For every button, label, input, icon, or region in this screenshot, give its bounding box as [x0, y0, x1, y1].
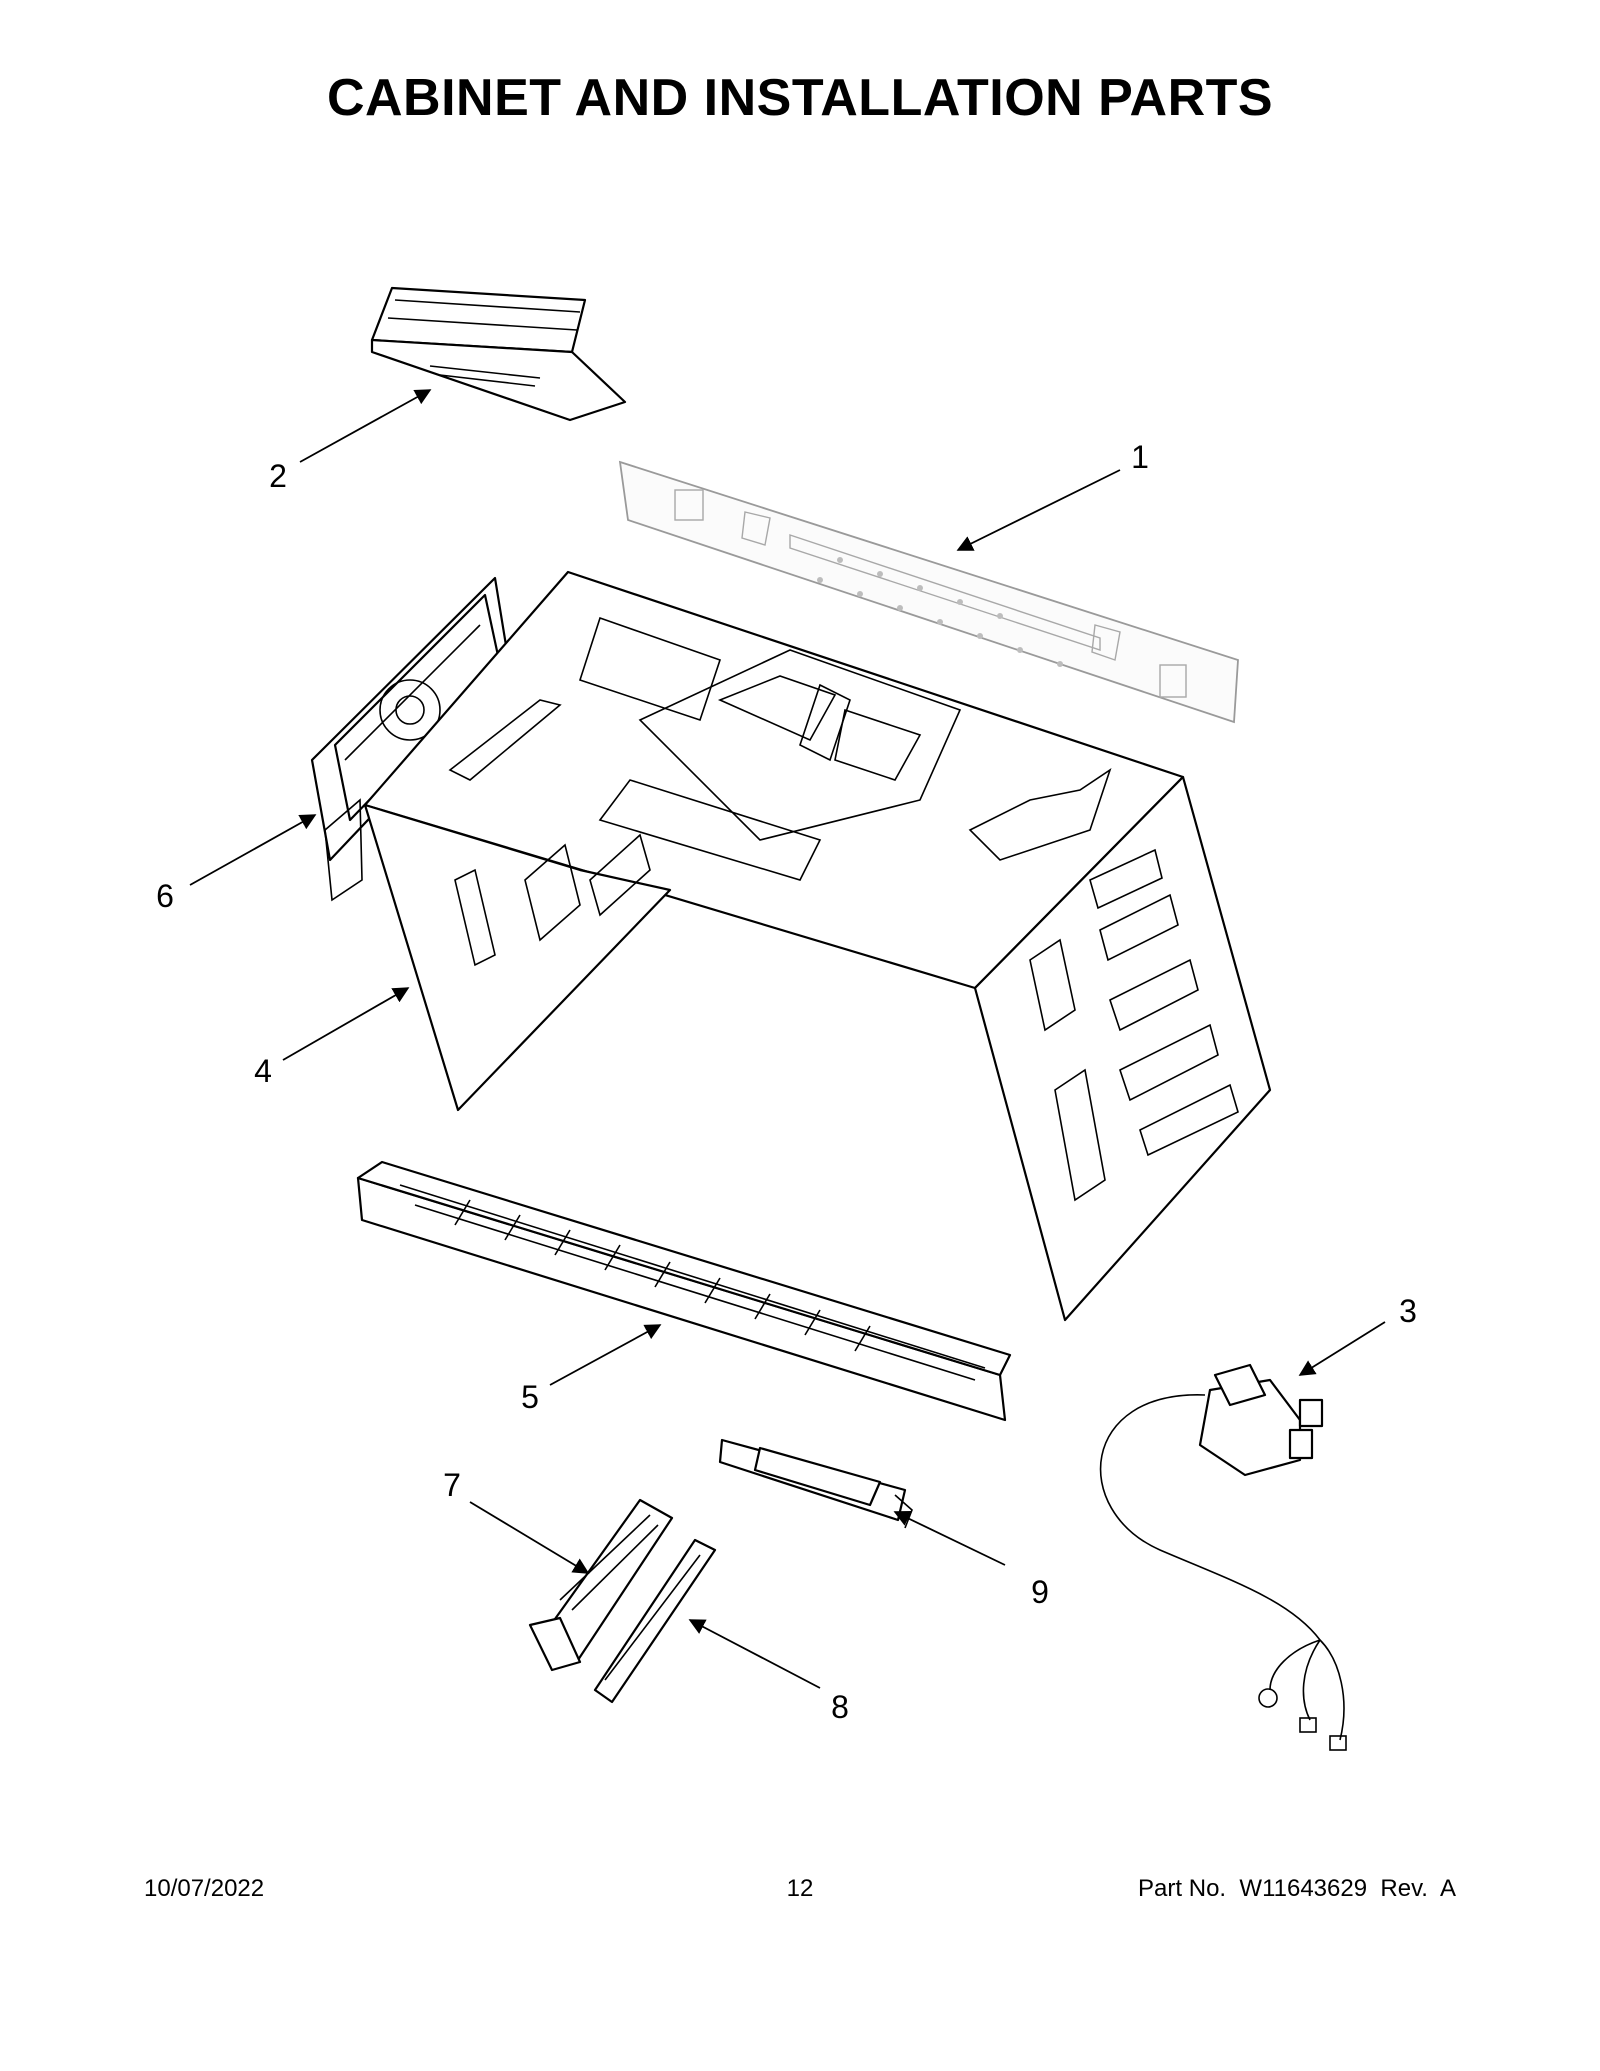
part-5-vent-grille [356, 1160, 1012, 1422]
callout-9: 9 [1031, 1574, 1049, 1610]
leader-line-2 [299, 389, 432, 463]
callout-2: 2 [269, 458, 287, 494]
callout-6: 6 [156, 878, 174, 914]
footer-date: 10/07/2022 [144, 1875, 265, 1902]
part-1-mounting-plate [618, 460, 1239, 724]
part-8-duct-cover [593, 1538, 717, 1704]
leader-line-9 [893, 1511, 1006, 1566]
leader-line-6 [189, 814, 317, 886]
part-4-cabinet-wrapper [363, 570, 1272, 1322]
leader-line-7 [469, 1501, 590, 1574]
leader-line-3 [1298, 1321, 1386, 1376]
callout-4: 4 [254, 1053, 272, 1089]
footer-part-number: Part No. W11643629 Rev. A [1138, 1875, 1456, 1902]
leader-line-5 [549, 1324, 662, 1386]
footer-page-number: 12 [786, 1875, 814, 1902]
part-2-vent-bracket [370, 286, 627, 422]
page-title: CABINET AND INSTALLATION PARTS [326, 69, 1274, 127]
part-9-side-bracket [718, 1438, 913, 1529]
leader-line-4 [282, 987, 410, 1061]
callout-1: 1 [1131, 439, 1149, 475]
leader-line-8 [688, 1619, 821, 1689]
callout-5: 5 [521, 1379, 539, 1415]
part-3-power-cord [1099, 1363, 1347, 1751]
part-7-duct-adapter [528, 1498, 674, 1672]
callout-3: 3 [1399, 1293, 1417, 1329]
callout-7: 7 [443, 1467, 461, 1503]
leader-line-1 [956, 469, 1121, 551]
callout-8: 8 [831, 1689, 849, 1725]
